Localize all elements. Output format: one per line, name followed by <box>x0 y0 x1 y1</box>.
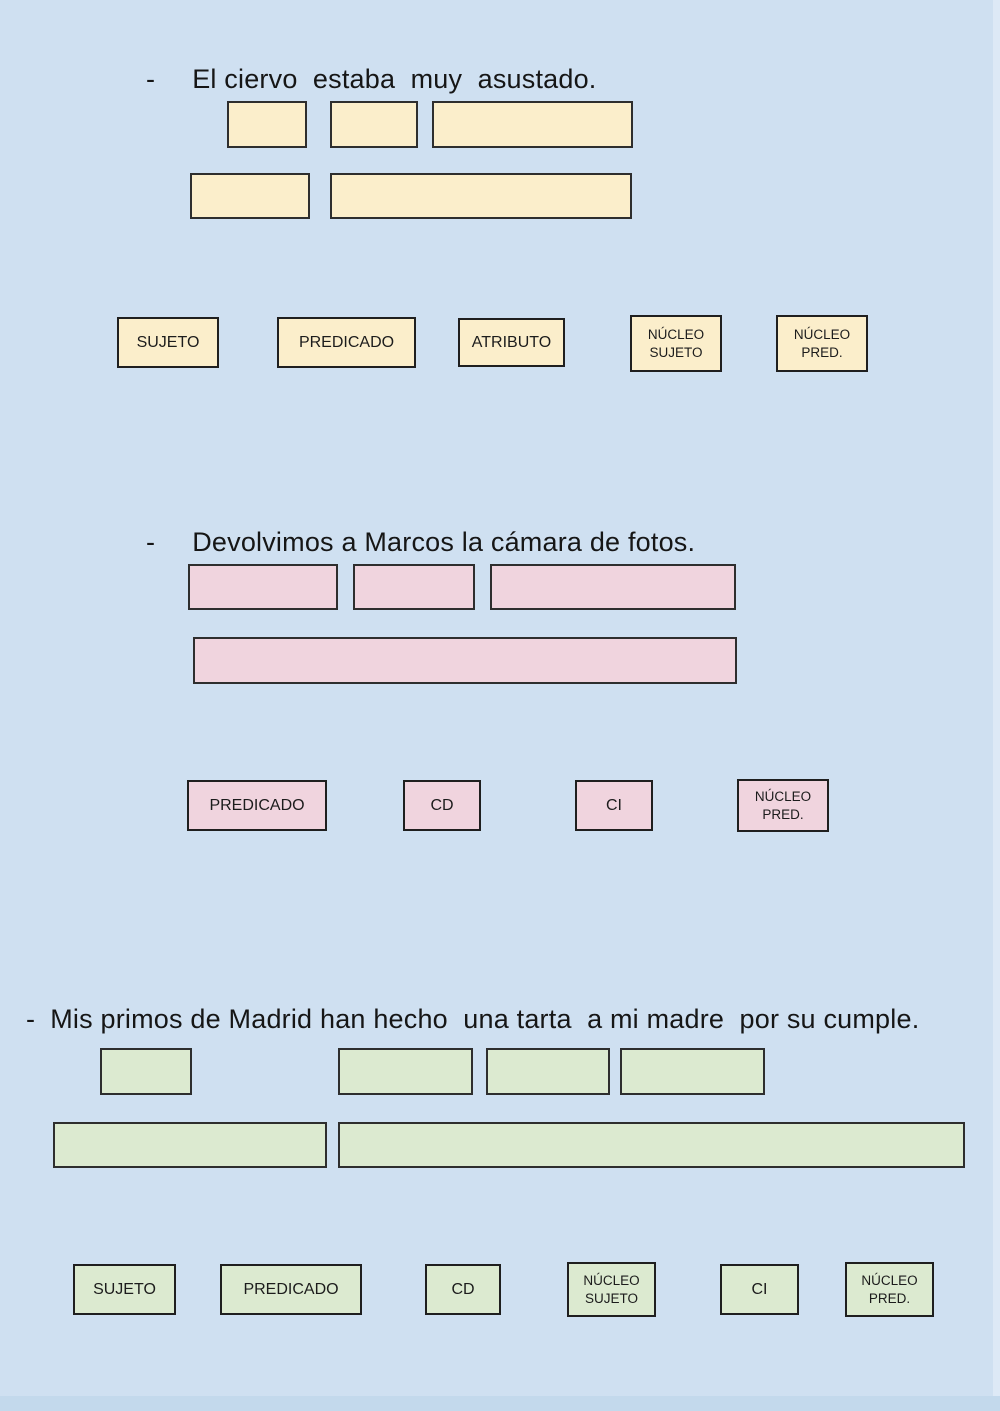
answer-box[interactable] <box>193 637 737 684</box>
label-chip-cd[interactable]: CD <box>403 780 481 831</box>
label-chip-nucleo-pred[interactable]: NÚCLEO PRED. <box>776 315 868 372</box>
label-chip-nucleo-pred[interactable]: NÚCLEO PRED. <box>845 1262 934 1317</box>
answer-box[interactable] <box>100 1048 192 1095</box>
answer-box[interactable] <box>486 1048 610 1095</box>
label-chip-cd[interactable]: CD <box>425 1264 501 1315</box>
bullet-dash: - <box>26 1004 36 1034</box>
bullet-dash: - <box>146 64 156 94</box>
label-chip-nucleo-sujeto[interactable]: NÚCLEO SUJETO <box>567 1262 656 1317</box>
sentence-line: - Devolvimos a Marcos la cámara de fotos… <box>146 527 695 558</box>
answer-box[interactable] <box>353 564 475 610</box>
answer-box[interactable] <box>330 173 632 219</box>
sentence-line: - El ciervo estaba muy asustado. <box>146 64 597 95</box>
answer-box[interactable] <box>490 564 736 610</box>
bottom-bar <box>0 1396 1000 1411</box>
label-chip-sujeto[interactable]: SUJETO <box>117 317 219 368</box>
sentence-text: El ciervo estaba muy asustado. <box>192 64 597 94</box>
answer-box[interactable] <box>53 1122 327 1168</box>
answer-box[interactable] <box>432 101 633 148</box>
sentence-line: - Mis primos de Madrid han hecho una tar… <box>26 1004 919 1035</box>
label-chip-sujeto[interactable]: SUJETO <box>73 1264 176 1315</box>
label-chip-predicado[interactable]: PREDICADO <box>220 1264 362 1315</box>
label-chip-ci[interactable]: CI <box>720 1264 799 1315</box>
answer-box[interactable] <box>338 1048 473 1095</box>
answer-box[interactable] <box>620 1048 765 1095</box>
label-chip-atributo[interactable]: ATRIBUTO <box>458 318 565 367</box>
label-chip-ci[interactable]: CI <box>575 780 653 831</box>
bullet-dash: - <box>146 527 156 557</box>
label-chip-nucleo-pred[interactable]: NÚCLEO PRED. <box>737 779 829 832</box>
label-chip-nucleo-sujeto[interactable]: NÚCLEO SUJETO <box>630 315 722 372</box>
label-chip-predicado[interactable]: PREDICADO <box>277 317 416 368</box>
answer-box[interactable] <box>188 564 338 610</box>
answer-box[interactable] <box>338 1122 965 1168</box>
label-chip-predicado[interactable]: PREDICADO <box>187 780 327 831</box>
sentence-text: Devolvimos a Marcos la cámara de fotos. <box>192 527 696 557</box>
scrollbar-track[interactable] <box>993 0 1000 1411</box>
answer-box[interactable] <box>330 101 418 148</box>
answer-box[interactable] <box>190 173 310 219</box>
answer-box[interactable] <box>227 101 307 148</box>
sentence-text: Mis primos de Madrid han hecho una tarta… <box>50 1004 920 1034</box>
